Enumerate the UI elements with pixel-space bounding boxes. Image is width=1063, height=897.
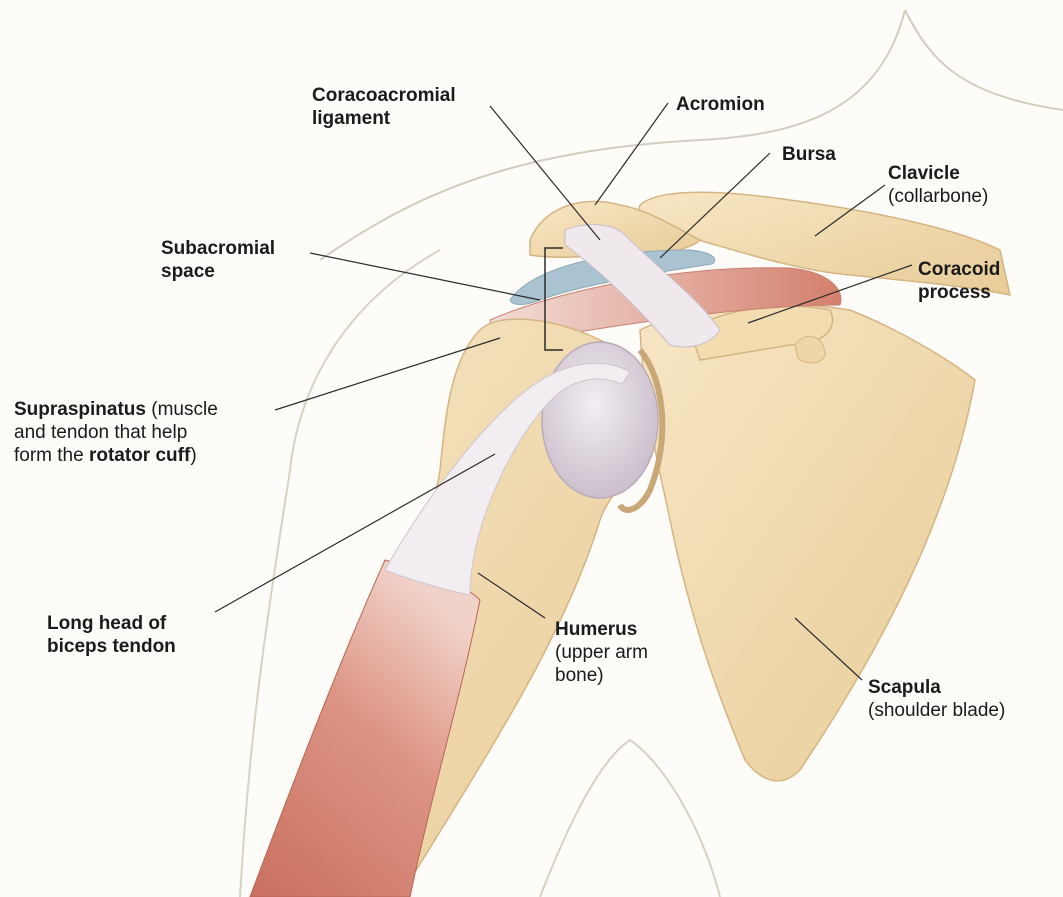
- label-long-head-biceps-tendon: Long head of biceps tendon: [47, 612, 176, 658]
- label-bursa: Bursa: [782, 143, 836, 166]
- label-supraspinatus: Supraspinatus (muscle and tendon that he…: [14, 398, 218, 467]
- leader-acromion: [595, 103, 668, 205]
- biceps-muscle-shape: [250, 560, 480, 897]
- armpit-outline: [540, 740, 720, 897]
- label-subacromial-space: Subacromial space: [161, 237, 275, 283]
- label-coracoacromial-ligament: Coracoacromial ligament: [312, 84, 456, 130]
- label-scapula: Scapula (shoulder blade): [868, 676, 1005, 722]
- leader-subacromial: [310, 253, 540, 300]
- label-humerus: Humerus (upper arm bone): [555, 618, 648, 687]
- label-acromion: Acromion: [676, 93, 765, 116]
- label-clavicle: Clavicle (collarbone): [888, 162, 988, 208]
- label-coracoid-process: Coracoid process: [918, 258, 1000, 304]
